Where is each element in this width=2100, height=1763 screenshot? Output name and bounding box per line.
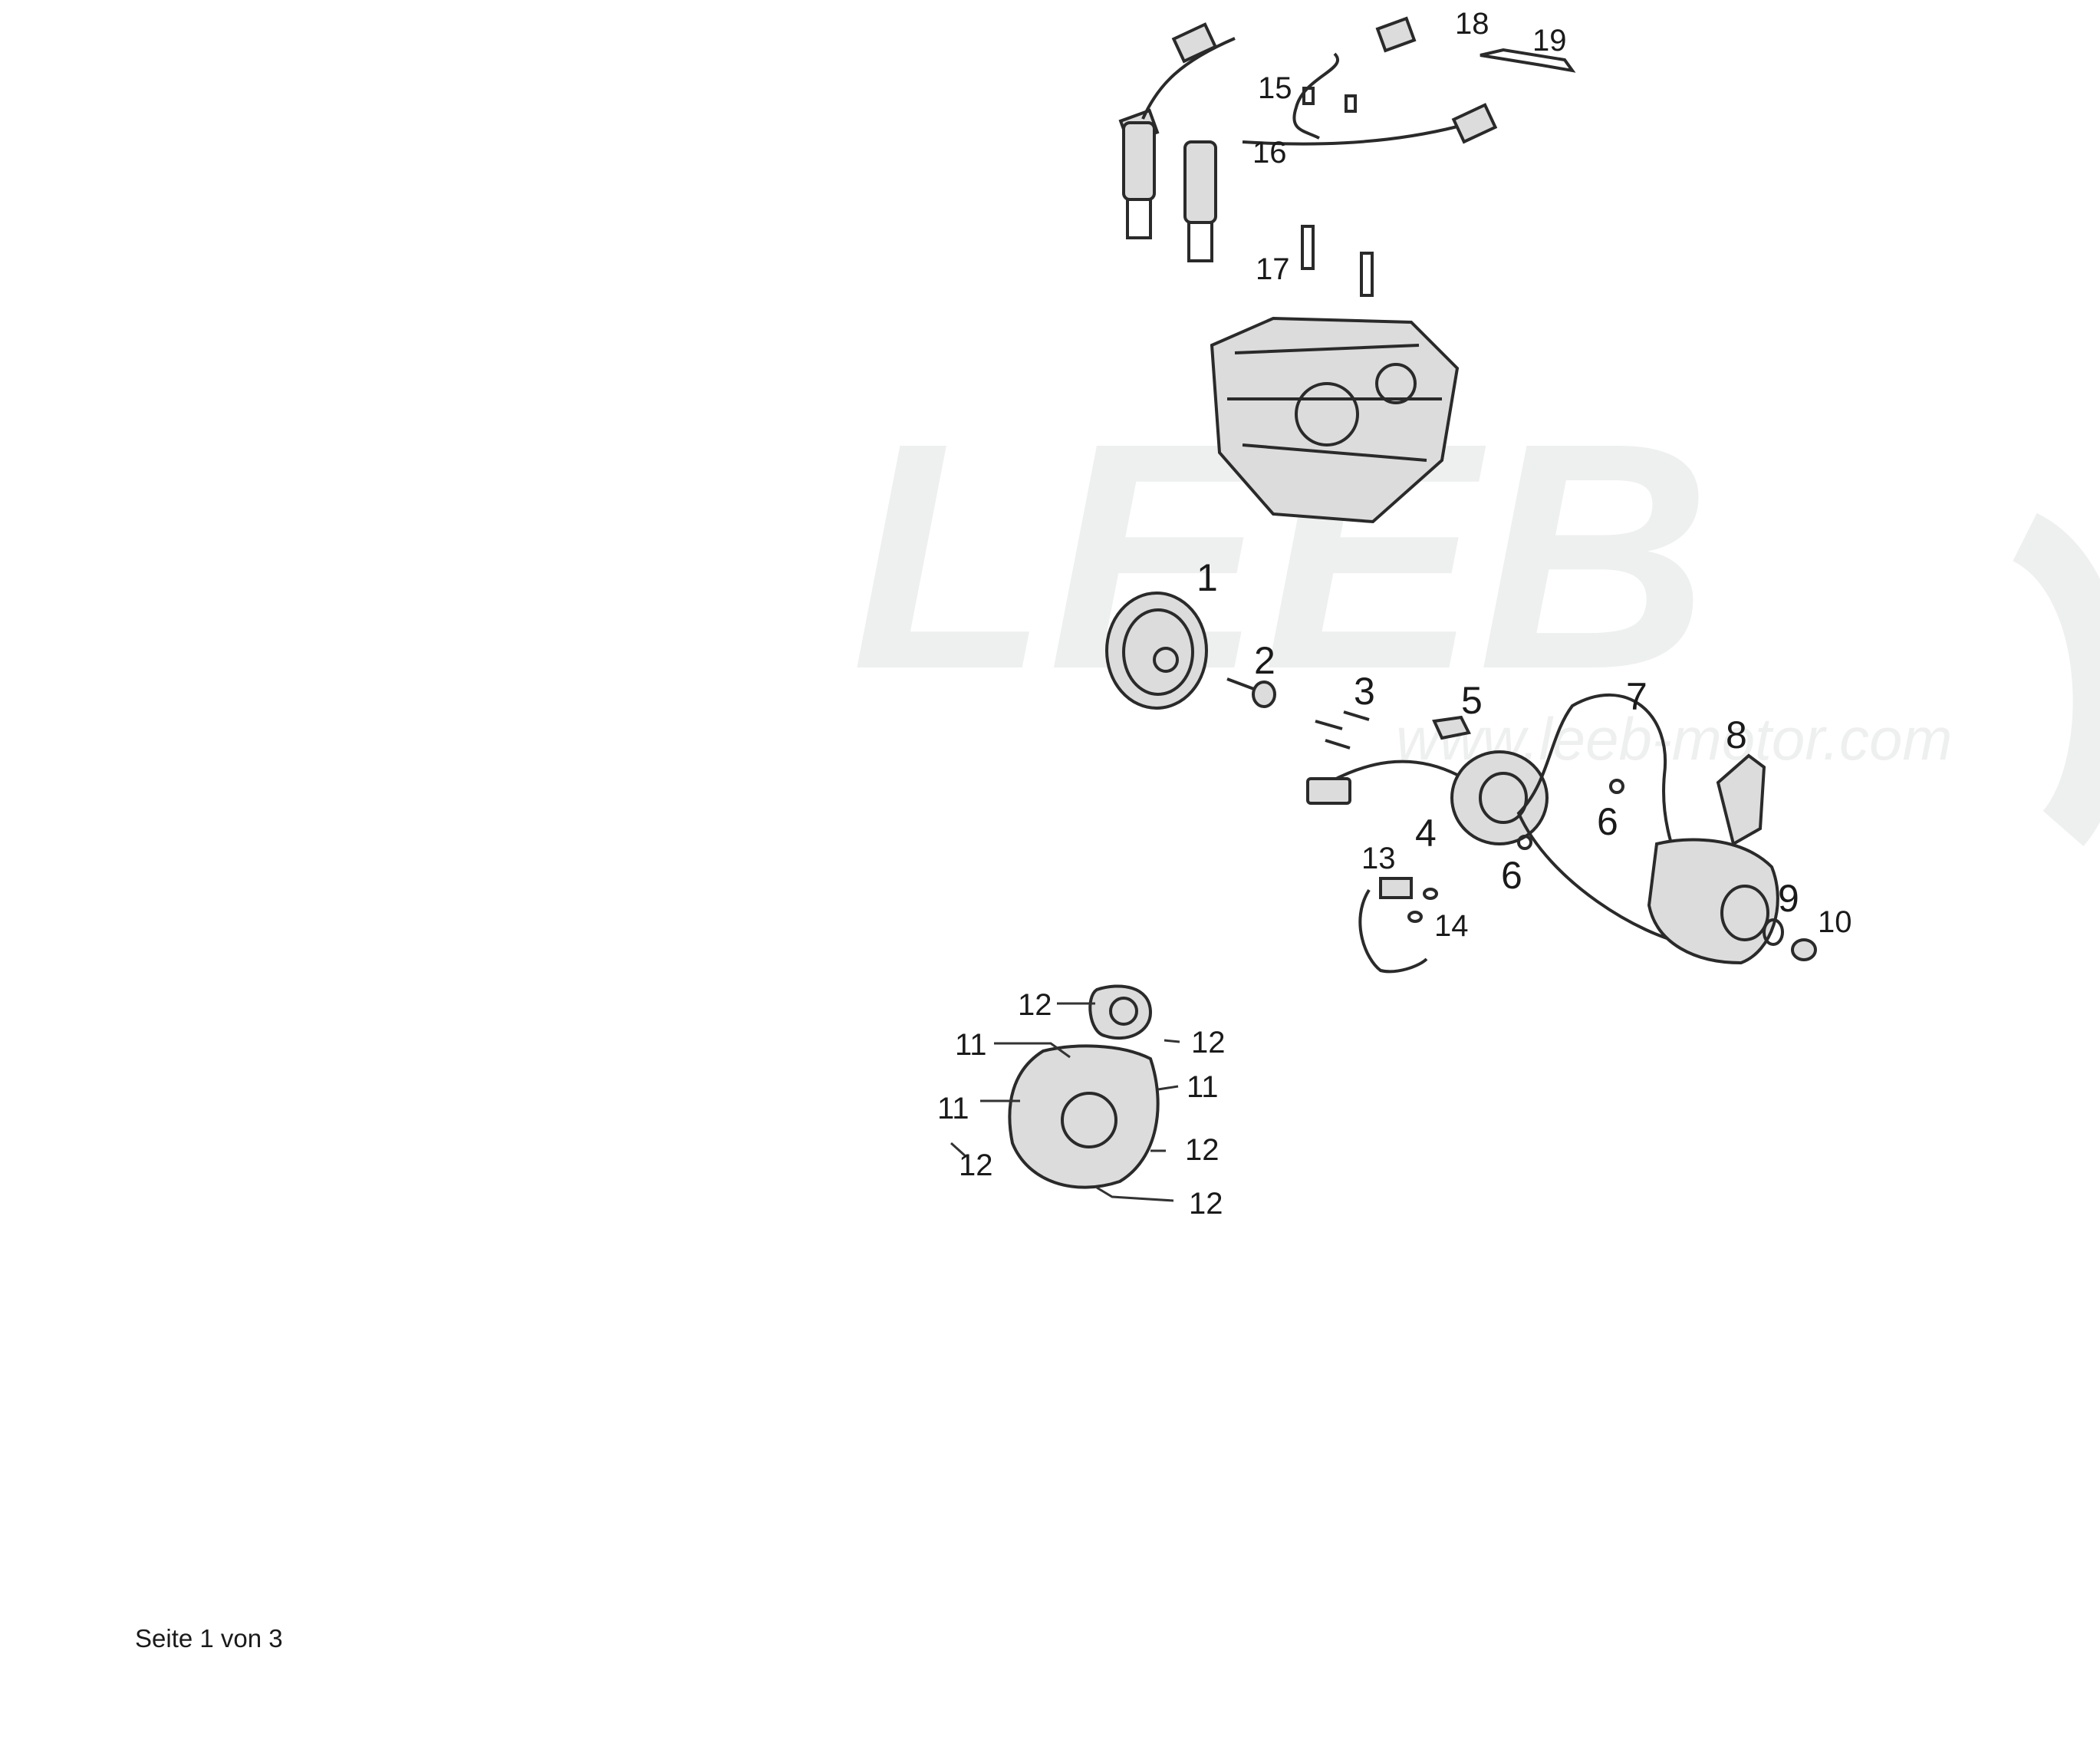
callout-label: 13: [1361, 842, 1396, 875]
callout-label: 5: [1461, 679, 1483, 722]
callout-label: 11: [937, 1092, 969, 1125]
callout-label: 2: [1254, 639, 1275, 682]
page-footer: Seite 1 von 3: [135, 1624, 283, 1653]
screws: [1315, 710, 1370, 750]
callout-label: 10: [1818, 905, 1852, 939]
ignition-coils: [1118, 16, 1576, 297]
callout-label: 19: [1532, 24, 1567, 58]
callout-label: 1: [1196, 556, 1218, 599]
callout-label: 16: [1252, 136, 1287, 170]
engine-block: [1210, 316, 1460, 524]
watermark-swoosh: [2011, 512, 2100, 847]
flywheel: [1105, 592, 1208, 710]
callout-label: 4: [1415, 812, 1437, 855]
callout-label: 18: [1455, 7, 1489, 41]
callout-label: 17: [1256, 252, 1290, 286]
callout-label: 6: [1597, 800, 1618, 843]
leader-lines: [950, 1002, 1180, 1202]
callout-label: 3: [1354, 670, 1375, 713]
callout-label: 8: [1726, 713, 1747, 756]
callout-label: 12: [1018, 988, 1052, 1022]
callout-label: 12: [959, 1148, 993, 1182]
callout-labels: 1234566789101111111212121212131415161718…: [937, 7, 1852, 1221]
generator-cover: [1647, 753, 1779, 965]
callout-label: 12: [1191, 1026, 1226, 1059]
pickup-sensor: [1358, 877, 1438, 974]
callout-label: 12: [1185, 1133, 1220, 1167]
callout-label: 15: [1258, 71, 1292, 105]
bolt: [1226, 677, 1276, 708]
callout-label: 7: [1626, 675, 1647, 718]
outer-cover: [1008, 984, 1160, 1189]
callout-label: 11: [1187, 1070, 1219, 1104]
dowel-pins: [1517, 779, 1624, 850]
callout-label: 12: [1189, 1187, 1223, 1221]
clamp: [1432, 715, 1471, 740]
o-ring-and-plug: [1763, 918, 1817, 961]
callout-label: 11: [955, 1028, 987, 1062]
callout-label: 6: [1501, 854, 1522, 897]
callout-label: 14: [1434, 909, 1469, 943]
callout-label: 9: [1778, 877, 1799, 920]
